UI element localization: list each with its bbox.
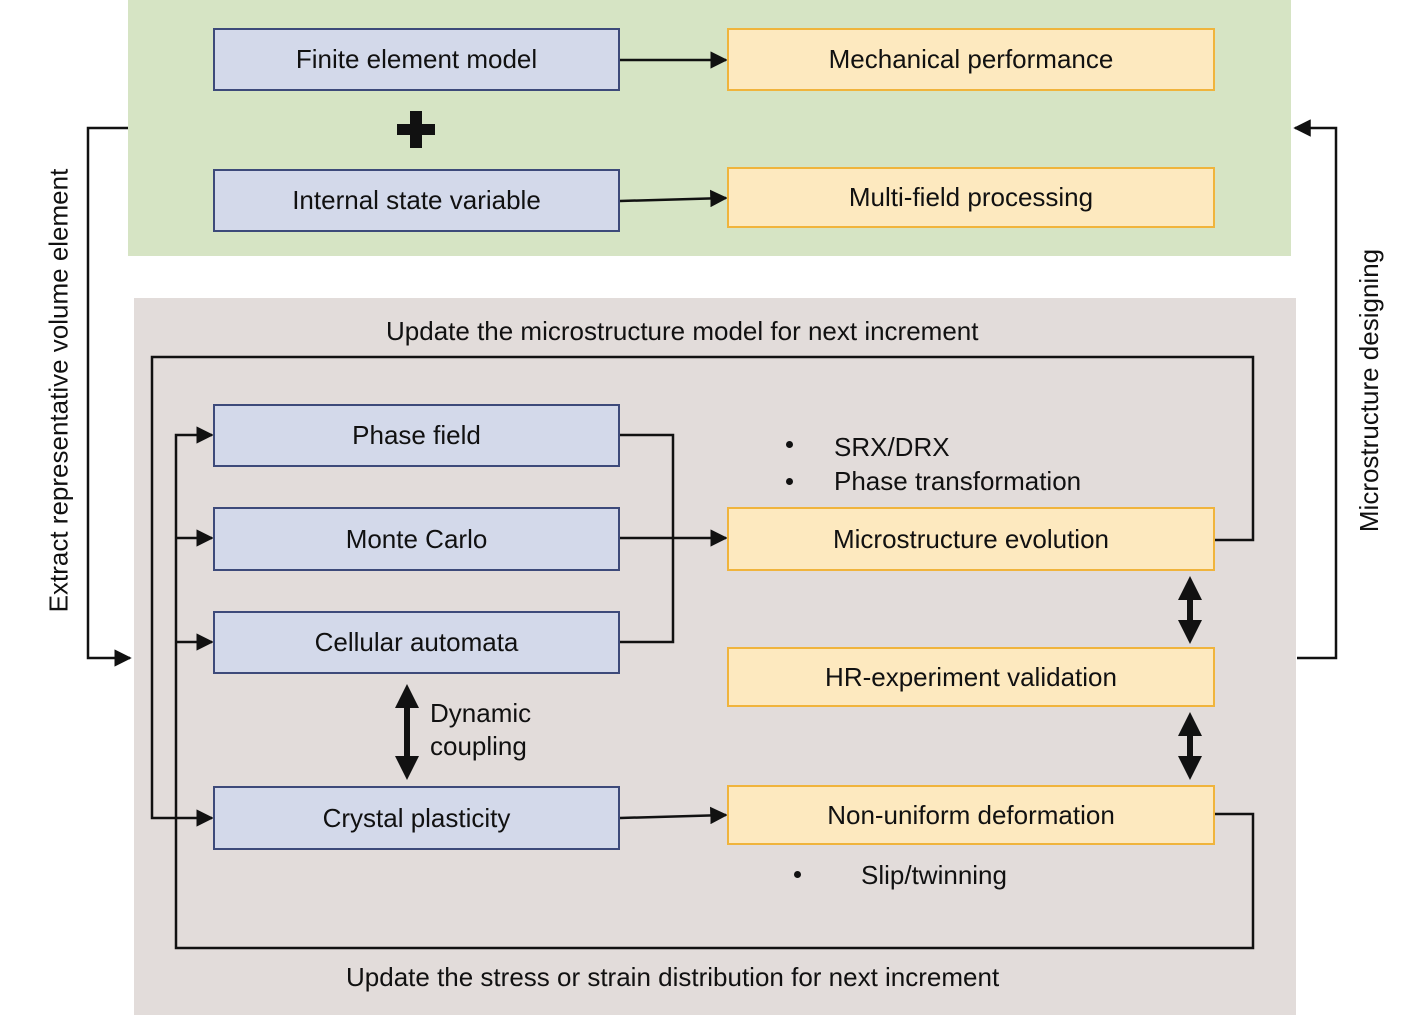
dynamic-coupling-label-1: Dynamic [430,698,532,728]
multi-field-processing-box: Multi-field processing [727,167,1215,228]
microstructure-designing-label: Microstructure designing [1353,248,1384,532]
mechanical-performance-label: Mechanical performance [828,44,1114,74]
monte-carlo-box: Monte Carlo [213,507,620,571]
bullet-dot [786,441,793,448]
phase-field-box: Phase field [213,404,620,467]
mechanical-performance-box: Mechanical performance [727,28,1215,91]
plus-icon [397,111,435,148]
bullet-srx-drx: SRX/DRX [834,432,950,462]
dynamic-coupling-label-2: coupling [430,731,527,761]
crystal-plasticity-box: Crystal plasticity [213,786,620,850]
internal-state-variable-label: Internal state variable [292,185,541,215]
arrow-microstructure-designing [1293,119,1338,660]
crystal-plasticity-label: Crystal plasticity [322,802,511,833]
bullet-dot [786,478,793,485]
bullet-dot [794,871,801,878]
arrow-isv-to-multifield [619,189,728,208]
loop-update-microstructure [150,355,1255,827]
update-stress-label: Update the stress or strain distribution… [346,962,1000,992]
non-uniform-deformation-label: Non-uniform deformation [827,799,1115,830]
bullet-slip-twinning: Slip/twinning [861,860,1007,890]
hr-experiment-validation-label: HR-experiment validation [825,661,1117,692]
cellular-automata-label: Cellular automata [314,627,519,657]
cellular-automata-box: Cellular automata [213,611,620,674]
multi-field-processing-label: Multi-field processing [848,182,1094,212]
extract-rve-label: Extract representative volume element [43,168,74,612]
phase-field-label: Phase field [352,420,481,450]
internal-state-variable-box: Internal state variable [213,169,620,232]
hr-experiment-validation-box: HR-experiment validation [727,647,1215,707]
microstructure-evolution-label: Microstructure evolution [833,523,1109,554]
bullet-phase-transformation: Phase transformation [834,466,1082,496]
finite-element-model-label: Finite element model [295,44,538,74]
arrow-extract-rve [86,126,132,667]
non-uniform-deformation-box: Non-uniform deformation [727,785,1215,845]
microstructure-evolution-box: Microstructure evolution [727,507,1215,571]
monte-carlo-label: Monte Carlo [345,523,488,554]
update-microstructure-label: Update the microstructure model for next… [386,316,979,346]
arrow-to-deformation [619,806,728,825]
finite-element-model-box: Finite element model [213,28,620,91]
loop-update-stress [174,426,1255,950]
